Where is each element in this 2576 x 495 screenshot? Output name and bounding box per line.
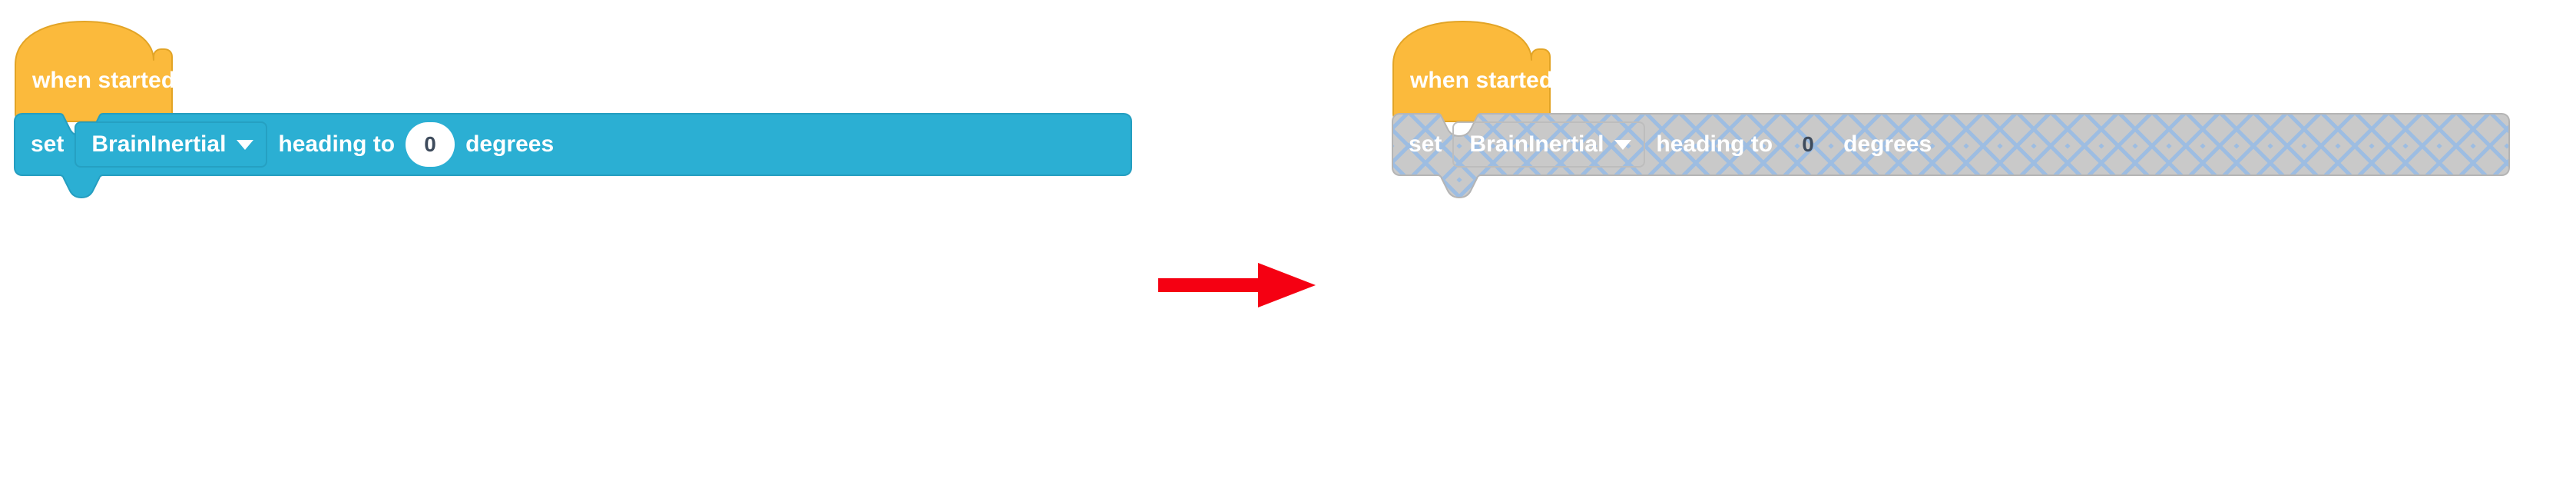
statement-block-set-heading[interactable]: set BrainInertial heading to 0 degrees — [14, 112, 1135, 198]
hat-block-shape — [15, 21, 173, 122]
dropdown-value-label: BrainInertial — [91, 131, 227, 157]
chevron-down-icon — [237, 139, 254, 150]
statement-block-set-heading-disabled[interactable]: set BrainInertial heading to 0 degrees — [1392, 112, 2513, 198]
statement-block-shape-disabled — [1392, 113, 2510, 198]
hat-block-shape-disabled — [1392, 21, 1551, 122]
number-input-value-disabled: 0 — [1802, 132, 1814, 156]
number-input-heading[interactable]: 0 — [406, 122, 455, 167]
dropdown-brain-inertial[interactable]: BrainInertial — [74, 121, 268, 168]
hat-block-when-started-disabled[interactable]: when started — [1392, 17, 1553, 122]
hat-block-when-started[interactable]: when started — [14, 17, 175, 122]
statement-block-shape — [14, 113, 1132, 198]
dropdown-brain-inertial-disabled[interactable]: BrainInertial — [1452, 121, 1646, 168]
red-right-arrow-icon — [1158, 263, 1316, 307]
number-input-value: 0 — [424, 132, 436, 156]
block-stack-enabled: when started set BrainInertial heading t… — [14, 17, 1132, 198]
chevron-down-icon-disabled — [1614, 139, 1632, 150]
number-input-heading-disabled[interactable]: 0 — [1783, 122, 1833, 167]
block-stack-disabled: when started set BrainInertial — [1392, 17, 2510, 198]
dropdown-value-label-disabled: BrainInertial — [1469, 131, 1604, 157]
